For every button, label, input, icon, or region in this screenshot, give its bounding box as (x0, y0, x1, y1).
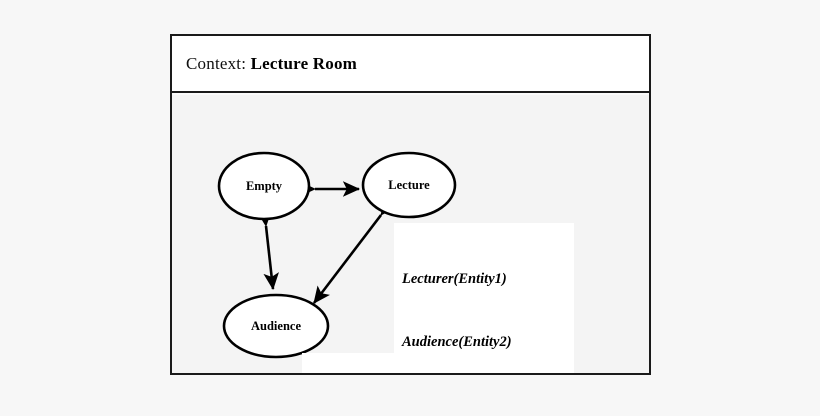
node-lecture[interactable]: Lecture (361, 151, 457, 219)
annotation-audience-guard: Audience(Entity1) (302, 353, 428, 373)
node-audience-label: Audience (251, 319, 301, 333)
context-name: Lecture Room (250, 53, 358, 73)
node-audience[interactable]: Audience (222, 293, 330, 359)
context-label: Context: (186, 53, 251, 73)
annotation-lecture-guard: Lecturer(Entity1) Audience(Entity2) Enti… (394, 223, 575, 373)
node-lecture-label: Lecture (388, 178, 430, 192)
edge-lecture-audience (312, 197, 397, 304)
annotation-lecture-guard-line-2: Audience(Entity2) (402, 334, 512, 351)
node-lecture-shape (361, 151, 457, 219)
context-header: Context: Lecture Room (172, 36, 649, 93)
state-graph: Empty Lecture Audience (217, 151, 457, 359)
node-audience-shape (222, 293, 330, 359)
node-empty-shape (217, 151, 311, 221)
node-empty[interactable]: Empty (217, 151, 311, 221)
context-body: Empty Lecture Audience Lecturer(Entity1)… (172, 95, 649, 373)
context-frame: Context: Lecture Room Empty (170, 34, 651, 375)
annotation-lecture-guard-line-1: Lecturer(Entity1) (402, 271, 507, 288)
edge-empty-audience (256, 209, 279, 291)
node-empty-label: Empty (246, 179, 283, 193)
